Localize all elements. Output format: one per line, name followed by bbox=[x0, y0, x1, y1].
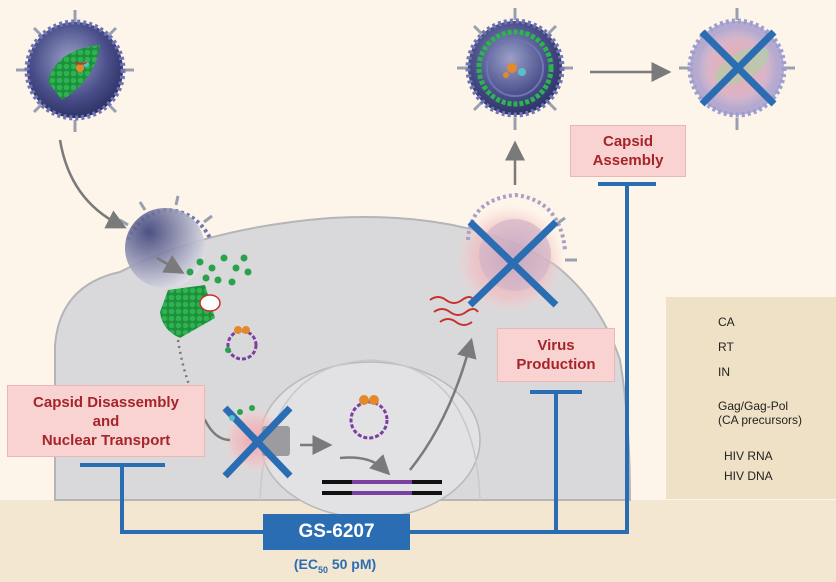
process-arrows bbox=[58, 62, 672, 476]
capsid-assembly-line1: Capsid bbox=[602, 133, 653, 150]
entering-virion-icon bbox=[119, 195, 213, 288]
capsid-assembly-line2: Assembly bbox=[592, 152, 664, 169]
nuclear-dna-icon bbox=[349, 395, 389, 440]
inhibition-lines bbox=[80, 182, 656, 534]
blocked-nuclear-import-icon bbox=[222, 405, 293, 479]
drug-name-box: GS-6207 bbox=[263, 514, 410, 550]
disassembly-line1: Capsid Disassembly bbox=[33, 393, 179, 411]
legend-rt-label: RT bbox=[718, 340, 734, 354]
integrated-provirus-icon bbox=[322, 480, 442, 495]
mature-virion-icon bbox=[16, 10, 134, 132]
virus-production-line1: Virus bbox=[537, 337, 575, 354]
disassembly-label: Capsid Disassembly and Nuclear Transport bbox=[7, 385, 205, 457]
legend-panel: CA RT IN Gag/Gag-Pol (CA precursors) HIV… bbox=[666, 297, 836, 499]
uncoating-capsid-icon bbox=[160, 254, 252, 338]
legend-in-label: IN bbox=[718, 365, 730, 379]
legend-rna-label: HIV RNA bbox=[724, 449, 773, 463]
hiv-rna-icon bbox=[429, 296, 479, 326]
legend-gag-label: Gag/Gag-Pol bbox=[718, 399, 789, 413]
blocked-virion-icon bbox=[679, 8, 795, 130]
legend-gag-sublabel: (CA precursors) bbox=[718, 413, 803, 427]
legend-dna-label: HIV DNA bbox=[724, 469, 773, 483]
ec50-label: (EC50 50 pM) bbox=[293, 556, 377, 575]
legend-ca-label: CA bbox=[718, 315, 735, 329]
dna-ring-icon bbox=[225, 326, 258, 361]
immature-virion-icon bbox=[457, 8, 573, 130]
disassembly-line3: Nuclear Transport bbox=[41, 431, 171, 449]
disassembly-line2: and bbox=[92, 412, 120, 430]
drug-name: GS-6207 bbox=[298, 521, 375, 542]
virus-production-line2: Production bbox=[516, 356, 596, 373]
virus-production-label: Virus Production bbox=[497, 328, 615, 382]
extracellular-band bbox=[0, 500, 836, 582]
blocked-budding-virion-icon bbox=[455, 192, 577, 315]
capsid-assembly-label: Capsid Assembly bbox=[570, 125, 686, 177]
